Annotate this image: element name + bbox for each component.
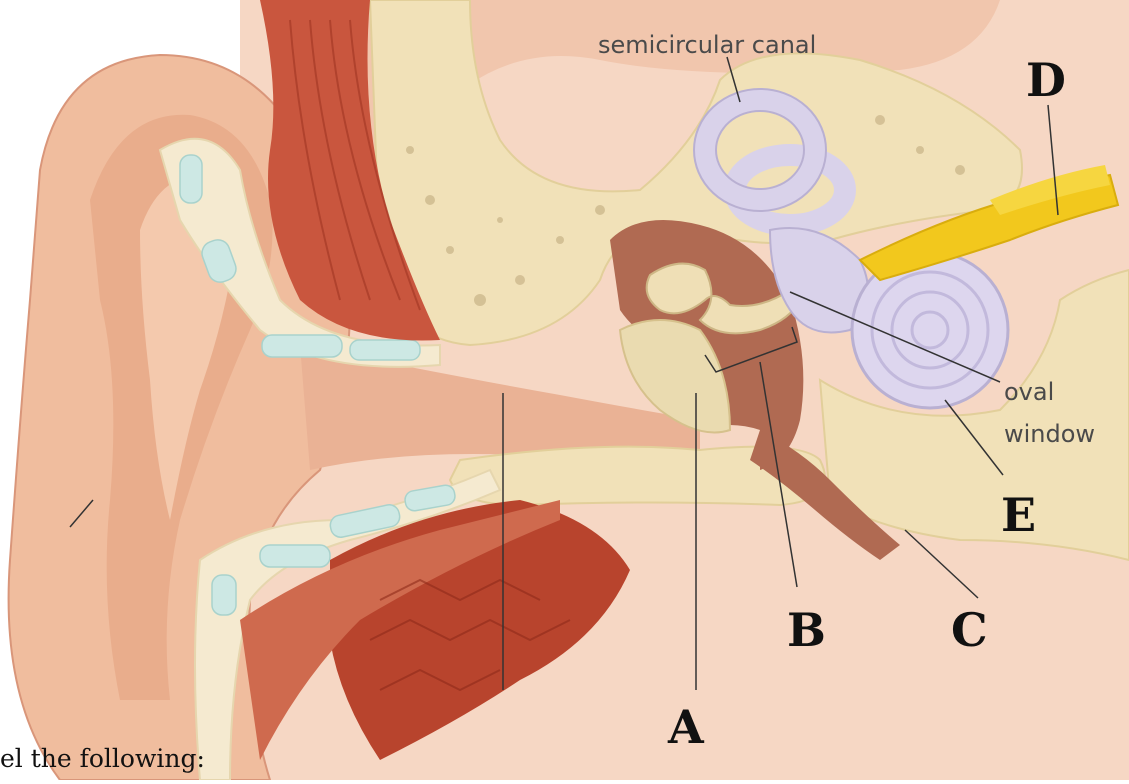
- label-letter-c: C: [951, 607, 988, 653]
- label-oval-window-line2: window: [1004, 421, 1095, 449]
- label-letter-e: E: [1001, 492, 1036, 538]
- label-letter-b: B: [787, 607, 826, 653]
- label-semicircular-canal: semicircular canal: [598, 32, 816, 60]
- instruction-text: el the following:: [0, 744, 205, 773]
- label-letter-a: A: [668, 704, 704, 750]
- label-letter-d: D: [1026, 57, 1066, 103]
- label-oval-window-line1: oval: [1004, 379, 1054, 407]
